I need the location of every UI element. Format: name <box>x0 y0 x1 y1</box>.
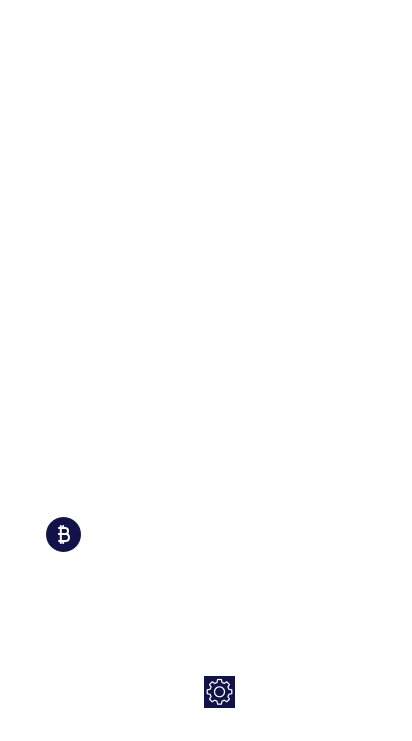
bitcoin-button[interactable] <box>46 517 81 552</box>
settings-button[interactable] <box>204 676 235 708</box>
gear-icon <box>204 676 235 708</box>
bitcoin-icon <box>46 517 81 552</box>
